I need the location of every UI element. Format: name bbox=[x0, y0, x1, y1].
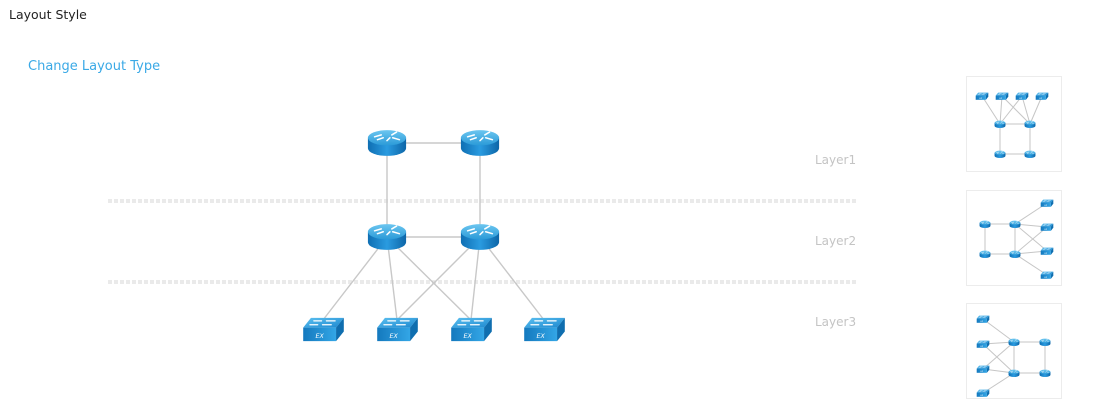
link-r4-s3 bbox=[470, 236, 481, 321]
page-title: Layout Style bbox=[9, 7, 87, 22]
change-layout-type-link[interactable]: Change Layout Type bbox=[28, 59, 161, 74]
thumb-link bbox=[1014, 253, 1048, 276]
layout-option-left-right[interactable] bbox=[966, 190, 1062, 286]
thumb-link bbox=[981, 95, 1001, 125]
layer-label-1: Layer1 bbox=[815, 153, 857, 167]
router-icon bbox=[1008, 338, 1020, 347]
router-icon bbox=[1024, 120, 1036, 129]
router-icon bbox=[979, 220, 991, 229]
router-icon[interactable] bbox=[367, 223, 407, 251]
switch-icon bbox=[995, 92, 1009, 101]
switch-icon bbox=[976, 389, 990, 398]
switch-icon bbox=[976, 365, 990, 374]
layout-option-top-down[interactable] bbox=[966, 76, 1062, 172]
thumb-link bbox=[1001, 95, 1031, 125]
router-icon bbox=[994, 120, 1006, 129]
layer-label-2: Layer2 bbox=[815, 234, 857, 248]
layer-label-3: Layer3 bbox=[815, 315, 857, 329]
link-r3-s1 bbox=[322, 236, 388, 321]
switch-icon[interactable] bbox=[523, 317, 566, 342]
link-r3-s3 bbox=[386, 236, 472, 321]
router-icon bbox=[979, 250, 991, 259]
router-icon bbox=[1039, 369, 1051, 378]
router-icon bbox=[1009, 250, 1021, 259]
switch-icon bbox=[1040, 199, 1054, 208]
router-icon bbox=[994, 150, 1006, 159]
layout-horizontal-ltr-icon bbox=[979, 199, 1054, 280]
router-icon[interactable] bbox=[460, 223, 500, 251]
thumb-link bbox=[999, 95, 1003, 125]
switch-icon bbox=[1040, 271, 1054, 280]
switch-icon bbox=[1040, 247, 1054, 256]
switch-icon[interactable] bbox=[450, 317, 493, 342]
router-icon bbox=[1009, 220, 1021, 229]
thumb-link bbox=[999, 95, 1023, 125]
switch-icon bbox=[1035, 92, 1049, 101]
thumb-link bbox=[982, 341, 1015, 370]
link-r4-s2 bbox=[396, 236, 481, 321]
switch-icon bbox=[1040, 223, 1054, 232]
thumb-link bbox=[982, 318, 1015, 343]
switch-icon[interactable] bbox=[376, 317, 419, 342]
link-r3-s2 bbox=[386, 236, 398, 321]
thumb-link bbox=[1014, 226, 1048, 255]
router-icon[interactable] bbox=[367, 129, 407, 157]
layer-separators bbox=[108, 199, 856, 284]
thumb-link bbox=[1014, 223, 1048, 252]
switch-icon bbox=[975, 92, 989, 101]
router-icon bbox=[1039, 338, 1051, 347]
router-icon bbox=[1008, 369, 1020, 378]
switch-icon bbox=[1015, 92, 1029, 101]
switch-icon bbox=[976, 315, 990, 324]
layout-vertical-icon bbox=[975, 92, 1049, 159]
thumb-link bbox=[1021, 95, 1031, 125]
layout-horizontal-rtl-icon bbox=[976, 315, 1051, 398]
router-icon[interactable] bbox=[460, 129, 500, 157]
devices bbox=[302, 129, 566, 342]
switch-icon bbox=[976, 340, 990, 349]
switch-icon[interactable] bbox=[302, 317, 345, 342]
router-icon bbox=[1024, 150, 1036, 159]
link-r4-s4 bbox=[479, 236, 545, 321]
layout-option-right-left[interactable] bbox=[966, 303, 1062, 399]
thumb-link bbox=[1029, 95, 1043, 125]
links bbox=[322, 142, 545, 321]
thumb-link bbox=[982, 343, 1015, 374]
